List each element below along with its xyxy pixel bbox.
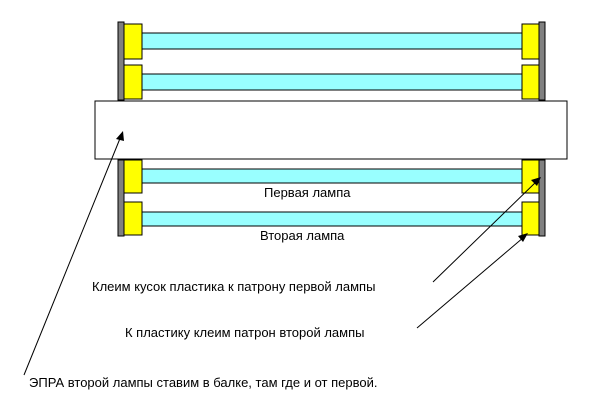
lamp-tube [141, 168, 523, 184]
second-lamp-label: Вторая лампа [260, 228, 345, 243]
beam [94, 100, 568, 160]
lamp-socket-right [521, 159, 540, 194]
arrow-glue-second [416, 233, 528, 329]
lamp-tube [141, 32, 523, 50]
first-lamp-label: Первая лампа [264, 185, 351, 200]
second-lamp [123, 201, 540, 236]
lamp-socket-left [123, 159, 143, 194]
left-rail-upper [117, 21, 125, 101]
lamp-socket-left [123, 201, 143, 236]
glue-first-label: Клеим кусок пластика к патрону первой ла… [92, 279, 375, 294]
lamp-socket-right [521, 201, 540, 236]
arrowhead [116, 131, 124, 141]
first-lamp [123, 159, 540, 194]
arrowhead [531, 177, 541, 186]
upper-lamp-2 [123, 64, 540, 100]
ballast-label: ЭПРА второй лампы ставим в балке, там гд… [29, 375, 377, 390]
arrowhead [518, 233, 528, 242]
lamp-tube [141, 73, 523, 91]
glue-second-label: К пластику клеим патрон второй лампы [125, 325, 364, 340]
lamp-socket-left [123, 64, 143, 100]
lamp-tube [141, 211, 523, 227]
lamp-socket-left [123, 23, 143, 60]
lamp-socket-right [521, 23, 540, 60]
right-rail-upper [538, 21, 546, 101]
arrow-glue-first [432, 177, 541, 283]
arrow-ballast [23, 131, 124, 376]
lamp-socket-right [521, 64, 540, 100]
left-rail-lower [117, 159, 125, 237]
upper-lamp-1 [123, 23, 540, 60]
right-rail-lower [538, 159, 546, 237]
